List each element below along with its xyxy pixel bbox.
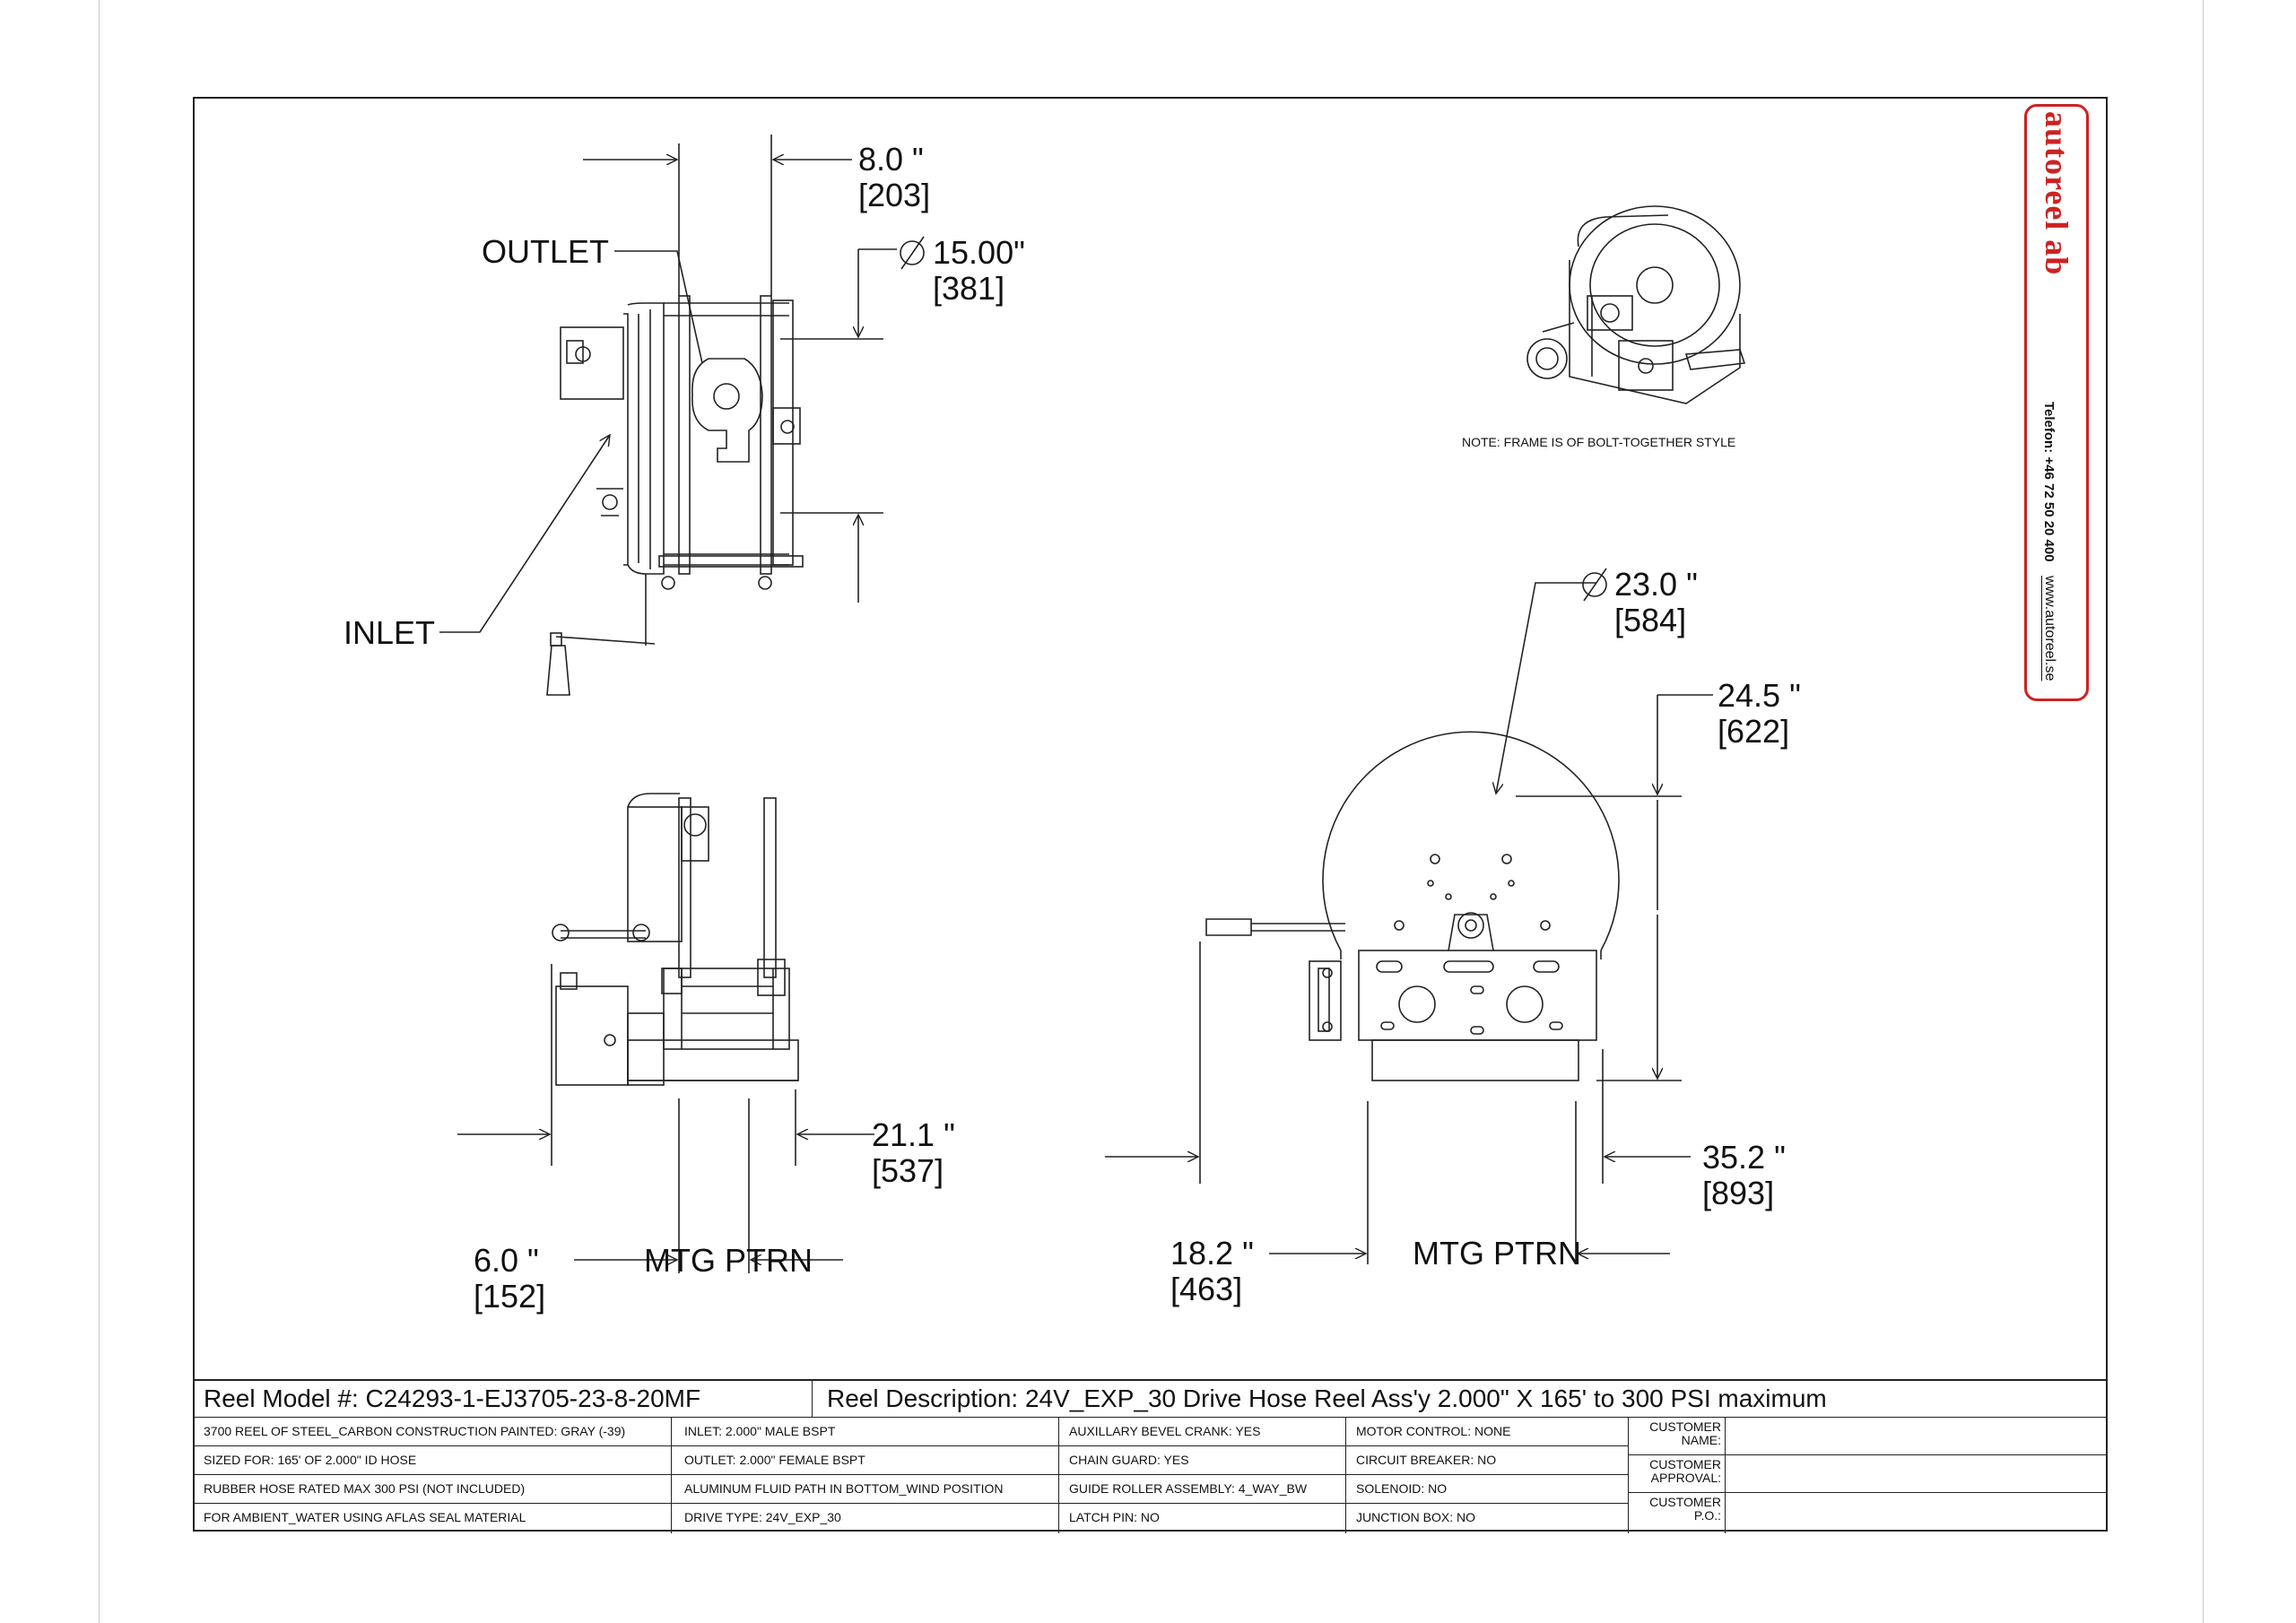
mtg-ptrn-right: MTG PTRN [1413, 1235, 1581, 1271]
spec-chain-guard: CHAIN GUARD: YES [1069, 1453, 1189, 1467]
spec-sized-for: SIZED FOR: 165' OF 2.000" ID HOSE [204, 1453, 417, 1467]
spec-guide-roller: GUIDE ROLLER ASSEMBLY: 4_WAY_BW [1069, 1481, 1308, 1496]
frame-note: NOTE: FRAME IS OF BOLT-TOGETHER STYLE [1462, 435, 1735, 449]
dim-21in: 21.1 " [872, 1116, 955, 1153]
spec-junction-box: JUNCTION BOX: NO [1356, 1510, 1476, 1524]
dim-24in-mm: [622] [1718, 713, 1789, 750]
dim-18in-mm: [463] [1170, 1271, 1242, 1307]
dim-18in: 18.2 " [1170, 1235, 1254, 1271]
spec-seal-material: FOR AMBIENT_WATER USING AFLAS SEAL MATER… [204, 1510, 526, 1524]
mtg-ptrn-left: MTG PTRN [644, 1242, 813, 1279]
spec-bevel-crank: AUXILLARY BEVEL CRANK: YES [1069, 1424, 1261, 1438]
reel-description: Reel Description: 24V_EXP_30 Drive Hose … [827, 1384, 1827, 1412]
company-website-link[interactable]: www.autoreel.se [2042, 576, 2057, 681]
spec-construction: 3700 REEL OF STEEL_CARBON CONSTRUCTION P… [204, 1424, 626, 1438]
dim-23in-mm: [584] [1614, 602, 1686, 638]
spec-circuit-breaker: CIRCUIT BREAKER: NO [1356, 1453, 1497, 1467]
company-logo-box [2024, 104, 2089, 701]
dim-21in-mm: [537] [872, 1152, 944, 1189]
dim-15in-mm: [381] [933, 270, 1004, 307]
side-view-top [439, 135, 925, 696]
outlet-label: OUTLET [482, 233, 609, 270]
spec-outlet: OUTLET: 2.000" FEMALE BSPT [684, 1453, 865, 1467]
spec-solenoid: SOLENOID: NO [1356, 1481, 1448, 1496]
dimension-text: 8.0 " [203] 15.00" [381] 23.0 " [584] 24… [344, 141, 1801, 1315]
reel-model-number: Reel Model #: C24293-1-EJ3705-23-8-20MF [204, 1384, 701, 1412]
spec-motor-control: MOTOR CONTROL: NONE [1356, 1424, 1511, 1438]
spec-inlet: INLET: 2.000" MALE BSPT [684, 1424, 836, 1438]
drawing-sheet [99, 0, 2204, 1623]
company-phone: Telefon: +46 72 50 20 400 [2041, 402, 2057, 562]
dim-23in: 23.0 " [1614, 566, 1698, 603]
isometric-view [1526, 205, 1746, 404]
spec-drive-type: DRIVE TYPE: 24V_EXP_30 [684, 1510, 841, 1524]
title-block: Reel Model #: C24293-1-EJ3705-23-8-20MF … [193, 1379, 2108, 1533]
dim-15in: 15.00" [933, 234, 1025, 271]
company-logo-text: autoreel ab [2039, 111, 2074, 276]
front-view [457, 793, 874, 1273]
spec-fluid-path: ALUMINUM FLUID PATH IN BOTTOM_WIND POSIT… [684, 1481, 1004, 1496]
spec-latch-pin: LATCH PIN: NO [1069, 1510, 1160, 1524]
drawing-frame [193, 97, 2108, 1532]
dim-6in-mm: [152] [474, 1278, 545, 1315]
dim-6in: 6.0 " [474, 1242, 539, 1279]
dim-8in: 8.0 " [858, 141, 924, 178]
dim-35in-mm: [893] [1702, 1175, 1774, 1211]
inlet-label: INLET [344, 614, 435, 651]
dim-24in: 24.5 " [1718, 677, 1801, 714]
end-view [1105, 568, 1713, 1264]
customer-name-field[interactable] [1728, 1419, 2105, 1453]
customer-po-field[interactable] [1728, 1494, 2105, 1532]
dim-8in-mm: [203] [858, 177, 930, 213]
dim-35in: 35.2 " [1702, 1139, 1786, 1176]
customer-approval-field[interactable] [1728, 1456, 2105, 1490]
spec-hose-rating: RUBBER HOSE RATED MAX 300 PSI (NOT INCLU… [204, 1481, 526, 1496]
